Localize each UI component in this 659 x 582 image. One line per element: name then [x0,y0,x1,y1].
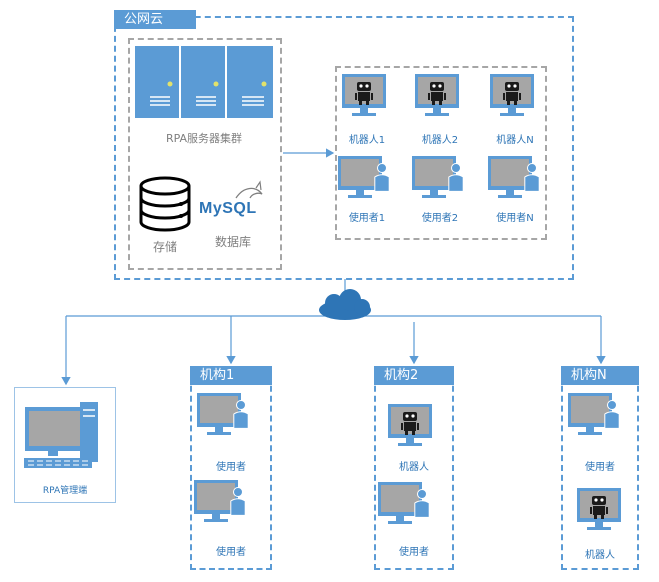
server-group-box [128,38,282,270]
org2-item-1-label: 机器人 [399,462,429,473]
org1-item-2-label: 使用者 [216,547,246,558]
database-label: 数据库 [214,235,251,249]
server-cluster-label: RPA服务器集群 [165,132,243,145]
org2-item-2-label: 使用者 [399,547,429,558]
cloud-robot-label-n: 机器人N [496,135,534,146]
robot-n-icon [490,74,534,116]
cloud-user-label-n: 使用者N [496,213,534,224]
cloud-user-label-2: 使用者2 [421,213,459,224]
public-cloud-box [114,16,574,280]
cloud-user-label-1: 使用者1 [348,213,386,224]
cloud-robot-label-2: 机器人2 [421,135,459,146]
mysql-logo: MySQL [199,200,257,217]
org1-item-1-label: 使用者 [216,462,246,473]
storage-label: 存储 [152,240,177,254]
cloud-clients-box [335,66,547,240]
user-2-icon [412,156,464,198]
user-n-icon [488,156,540,198]
orgn-item-2-label: 机器人 [585,550,615,561]
org2-user-icon [378,482,430,524]
public-cloud-title: 公网云 [114,10,196,29]
org1-user-1-icon [197,393,249,435]
org2-robot-icon [388,404,432,446]
cloud-robot-label-1: 机器人1 [348,135,386,146]
admin-label: RPA管理端 [42,486,88,496]
orgn-title: 机构N [561,366,639,385]
orgn-item-1-label: 使用者 [585,462,615,473]
robot-1-icon [342,74,386,116]
org1-title: 机构1 [190,366,272,385]
user-1-icon [338,156,390,198]
orgn-robot-icon [577,488,621,530]
orgn-user-icon [568,393,620,435]
robot-2-icon [415,74,459,116]
org2-title: 机构2 [374,366,454,385]
admin-box [14,387,116,503]
admin-computer-icon [24,402,98,468]
org1-user-2-icon [194,480,246,522]
